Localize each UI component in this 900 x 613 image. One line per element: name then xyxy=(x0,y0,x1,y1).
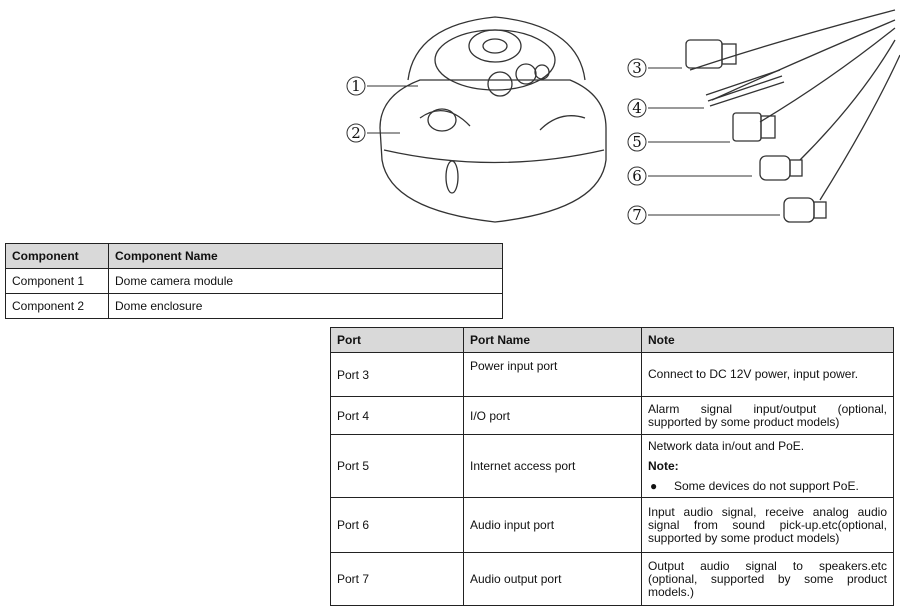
table-row: Component 1 Dome camera module xyxy=(5,268,503,294)
port-note: Alarm signal input/output (optional, sup… xyxy=(641,396,894,435)
port-id: Port 3 xyxy=(330,352,464,397)
header-component-name: Component Name xyxy=(108,243,503,269)
cable-io xyxy=(711,19,896,101)
camera-diagram: 1 2 3 4 5 6 7 xyxy=(346,9,900,225)
header-port: Port xyxy=(330,327,464,353)
audio-out-connector xyxy=(783,197,815,223)
callout-leaders xyxy=(367,67,780,216)
port-name: Internet access port xyxy=(463,434,642,498)
port-id: Port 6 xyxy=(330,497,464,553)
power-plug-neck xyxy=(721,43,737,65)
rj45-connector xyxy=(732,112,762,142)
bracket-right xyxy=(539,115,586,131)
header-port-name: Port Name xyxy=(463,327,642,353)
note-bullet-text: Some devices do not support PoE. xyxy=(674,478,859,493)
enclosure-slot xyxy=(445,160,459,194)
port-name: Audio output port xyxy=(463,552,642,606)
ir-led-3 xyxy=(534,64,550,80)
audio-out-boot xyxy=(813,201,827,219)
cable-harness xyxy=(685,9,900,223)
io-wires xyxy=(705,69,785,107)
callout-6: 6 xyxy=(632,167,642,185)
enclosure-rim xyxy=(383,149,605,164)
component-id: Component 1 xyxy=(5,268,109,294)
port-note-block: Network data in/out and PoE. Note: ● Som… xyxy=(641,434,894,498)
tilt-knob xyxy=(427,108,457,132)
cable-network xyxy=(759,27,896,123)
port-name: Audio input port xyxy=(463,497,642,553)
components-table: Component Component Name Component 1 Dom… xyxy=(5,243,503,319)
ir-led-1 xyxy=(487,71,513,97)
ports-table: Port Port Name Note Port 3 Power input p… xyxy=(330,327,894,606)
port-note: Output audio signal to speakers.etc (opt… xyxy=(641,552,894,606)
power-plug xyxy=(685,39,723,69)
component-id: Component 2 xyxy=(5,293,109,319)
port-note: Input audio signal, receive analog audio… xyxy=(641,497,894,553)
callout-2: 2 xyxy=(351,124,361,142)
table-row: Component 2 Dome enclosure xyxy=(5,293,503,319)
audio-in-connector xyxy=(759,155,791,181)
table-header-row: Port Port Name Note xyxy=(330,327,894,353)
callout-7: 7 xyxy=(632,206,642,224)
table-row: Port 3 Power input port Connect to DC 12… xyxy=(330,352,894,397)
table-header-row: Component Component Name xyxy=(5,243,503,269)
port-name: Power input port xyxy=(463,352,642,397)
callout-5: 5 xyxy=(632,133,642,151)
bracket-left xyxy=(419,110,471,127)
callout-4: 4 xyxy=(632,99,642,117)
ir-led-2 xyxy=(515,63,537,85)
cable-power xyxy=(689,9,896,71)
lens xyxy=(482,38,508,54)
port-id: Port 7 xyxy=(330,552,464,606)
table-row: Port 6 Audio input port Input audio sign… xyxy=(330,497,894,553)
cable-audio-in xyxy=(799,39,896,161)
port-id: Port 4 xyxy=(330,396,464,435)
table-row: Port 7 Audio output port Output audio si… xyxy=(330,552,894,606)
component-name: Dome enclosure xyxy=(108,293,503,319)
header-component: Component xyxy=(5,243,109,269)
dome-camera-drawing xyxy=(379,16,607,223)
table-row: Port 5 Internet access port Network data… xyxy=(330,434,894,498)
callout-circles xyxy=(346,58,647,225)
port-note: Connect to DC 12V power, input power. xyxy=(641,352,894,397)
callout-1: 1 xyxy=(351,77,361,95)
rj45-boot xyxy=(760,115,776,139)
callout-3: 3 xyxy=(632,59,642,77)
table-row: Port 4 I/O port Alarm signal input/outpu… xyxy=(330,396,894,435)
lens-housing xyxy=(468,29,522,63)
port-name: I/O port xyxy=(463,396,642,435)
glass-dome xyxy=(407,16,586,81)
audio-in-boot xyxy=(789,159,803,177)
bullet-icon: ● xyxy=(650,478,658,493)
callout-numbers: 1 2 3 4 5 6 7 xyxy=(351,59,642,224)
header-note: Note xyxy=(641,327,894,353)
port-note: Network data in/out and PoE. xyxy=(648,438,805,453)
component-name: Dome camera module xyxy=(108,268,503,294)
dome-enclosure-outline xyxy=(379,79,607,223)
port-id: Port 5 xyxy=(330,434,464,498)
cable-audio-out xyxy=(819,54,900,201)
note-bullet-item: ● Some devices do not support PoE. xyxy=(648,478,887,493)
note-label: Note: xyxy=(648,458,679,473)
